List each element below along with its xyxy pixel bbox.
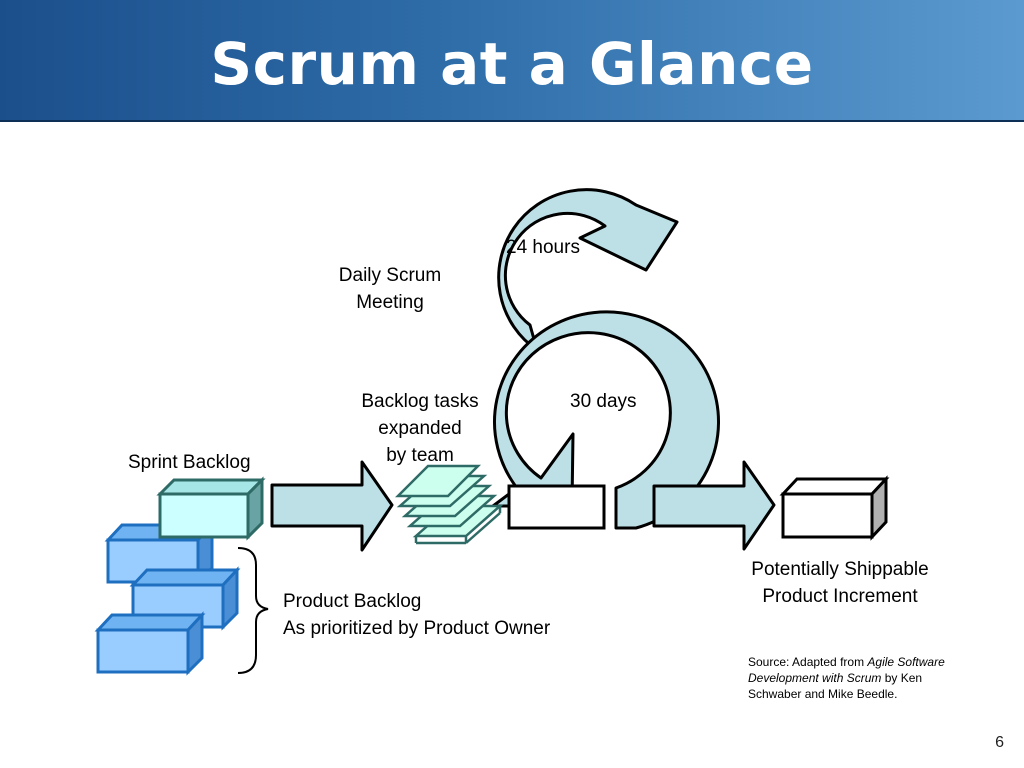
arrow-to-increment (652, 460, 776, 551)
source-citation: Source: Adapted from Agile Software Deve… (748, 654, 978, 702)
page-number: 6 (995, 734, 1004, 751)
label-backlog-tasks: Backlog tasks expanded by team (340, 388, 500, 469)
label-daily-scrum: Daily Scrum Meeting (325, 262, 455, 316)
increment-block (779, 475, 890, 541)
label-sprint-backlog: Sprint Backlog (128, 452, 251, 473)
backlog-tasks-line1: Backlog tasks (361, 391, 479, 412)
label-increment: Potentially Shippable Product Increment (725, 556, 955, 610)
backlog-tasks-line3: by team (386, 445, 454, 466)
arrow-backlog-to-tasks (270, 460, 394, 552)
label-24-hours: 24 hours (506, 237, 580, 258)
increment-line2: Product Increment (762, 586, 918, 607)
source-suffix: by Ken Schwaber and Mike Beedle. (748, 671, 923, 701)
daily-scrum-line1: Daily Scrum (338, 265, 442, 286)
backlog-tasks-line2: expanded (378, 418, 462, 439)
task-stack (394, 464, 504, 545)
product-backlog-blocks (94, 521, 241, 676)
source-prefix: Source: Adapted from (748, 655, 868, 669)
sprint-cycle-arrow (491, 310, 720, 530)
product-backlog-line2: As prioritized by Product Owner (283, 618, 551, 639)
backlog-block-3 (94, 611, 206, 676)
slide-title: Scrum at a Glance (210, 30, 814, 98)
label-product-backlog: Product Backlog As prioritized by Produc… (283, 588, 550, 642)
daily-scrum-line2: Meeting (356, 292, 424, 313)
source-book-title: Agile Software Development with Scrum (748, 655, 945, 685)
product-backlog-line1: Product Backlog (283, 591, 422, 612)
sprint-start-box (507, 484, 606, 530)
label-30-days: 30 days (570, 391, 637, 412)
backlog-block-2 (129, 566, 241, 631)
product-backlog-brace (237, 547, 269, 674)
title-bar (0, 0, 1024, 122)
sprint-backlog-block (156, 476, 266, 541)
daily-cycle-arrow (497, 188, 679, 352)
increment-line1: Potentially Shippable (751, 559, 929, 580)
